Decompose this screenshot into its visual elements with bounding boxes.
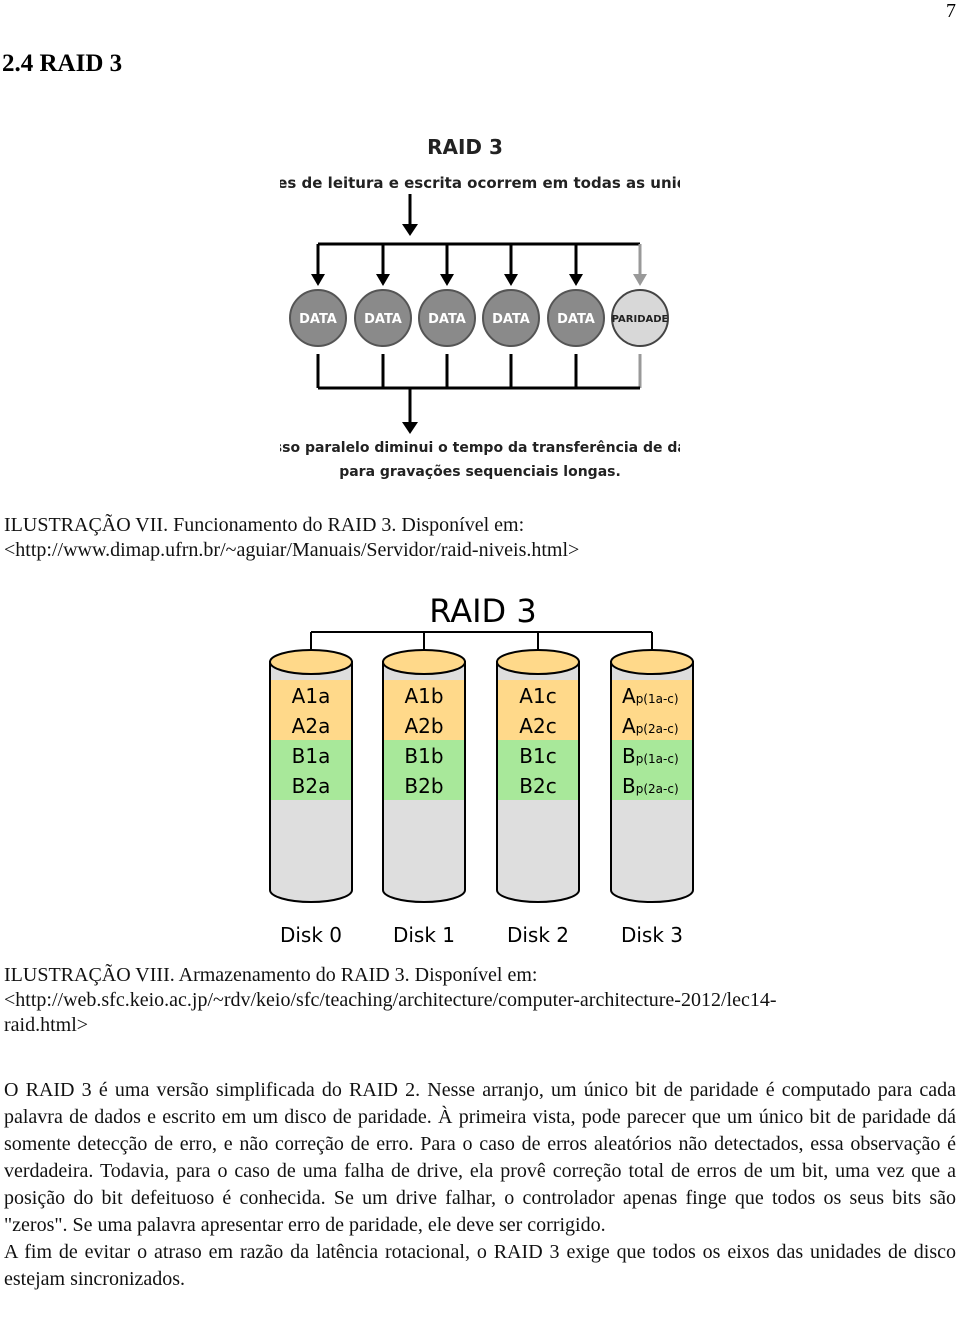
paragraph-2: A fim de evitar o atraso em razão da lat… xyxy=(4,1241,956,1290)
raid3-operations-diagram: RAID 3 Operações de leitura e escrita oc… xyxy=(280,135,680,480)
body-text: O RAID 3 é uma versão simplificada do RA… xyxy=(4,1077,956,1293)
parity-block-Bp1: Bp(1a-c) xyxy=(622,744,679,768)
disk-2-label: Disk 2 xyxy=(507,923,569,947)
block-B2b: B2b xyxy=(404,774,443,798)
svg-text:DATA: DATA xyxy=(492,312,530,327)
section-title: 2.4 RAID 3 xyxy=(2,50,123,77)
svg-text:DATA: DATA xyxy=(428,312,466,327)
diagram1-title: RAID 3 xyxy=(427,135,503,159)
diagram1-footer-line1: Acesso paralelo diminui o tempo da trans… xyxy=(280,440,680,456)
caption-8-url-end: raid.html> xyxy=(4,1014,89,1036)
caption-7-url: <http://www.dimap.ufrn.br/~aguiar/Manuai… xyxy=(4,539,580,561)
block-A2b: A2b xyxy=(404,714,443,738)
paragraph-1: O RAID 3 é uma versão simplificada do RA… xyxy=(4,1079,956,1236)
block-A1c: A1c xyxy=(519,684,556,708)
disk-data-1: DATA xyxy=(354,289,412,347)
disk-0: A1a A2a B1a B2a Disk 0 xyxy=(269,649,353,947)
disk-data-0: DATA xyxy=(289,289,347,347)
svg-text:PARIDADE: PARIDADE xyxy=(612,314,669,325)
parity-block-Ap1: Ap(1a-c) xyxy=(622,684,679,708)
diagram1-footer-line2: para gravações sequenciais longas. xyxy=(339,464,621,480)
svg-text:DATA: DATA xyxy=(557,312,595,327)
disk-2: A1c A2c B1c B2c Disk 2 xyxy=(496,649,580,947)
disk-data-4: DATA xyxy=(547,289,605,347)
disk-1-label: Disk 1 xyxy=(393,923,455,947)
diagram2-title: RAID 3 xyxy=(429,592,536,630)
figure-caption-8: ILUSTRAÇÃO VIII. Armazenamento do RAID 3… xyxy=(4,963,944,1038)
parity-block-Ap2: Ap(2a-c) xyxy=(622,714,679,738)
raid3-storage-diagram: RAID 3 A1a A2a B1a B2a Disk 0 A1b A2b B1… xyxy=(269,592,694,947)
block-B1c: B1c xyxy=(519,744,556,768)
parity-block-Bp2: Bp(2a-c) xyxy=(622,774,679,798)
caption-8-url: <http://web.sfc.keio.ac.jp/~rdv/keio/sfc… xyxy=(4,989,777,1011)
output-arrowhead-icon xyxy=(402,422,418,434)
input-arrowhead-icon xyxy=(402,224,418,236)
block-A1a: A1a xyxy=(292,684,331,708)
page-number: 7 xyxy=(946,0,956,22)
block-B1b: B1b xyxy=(404,744,443,768)
disk-3-parity: Ap(1a-c) Ap(2a-c) Bp(1a-c) Bp(2a-c) Disk… xyxy=(610,649,694,947)
caption-7-line1: ILUSTRAÇÃO VII. Funcionamento do RAID 3.… xyxy=(4,514,525,536)
block-B2a: B2a xyxy=(292,774,331,798)
caption-8-line1: ILUSTRAÇÃO VIII. Armazenamento do RAID 3… xyxy=(4,964,538,986)
disk-data-3: DATA xyxy=(482,289,540,347)
block-A1b: A1b xyxy=(404,684,443,708)
disk-data-2: DATA xyxy=(418,289,476,347)
svg-text:DATA: DATA xyxy=(364,312,402,327)
svg-text:DATA: DATA xyxy=(299,312,337,327)
block-A2c: A2c xyxy=(519,714,556,738)
block-B2c: B2c xyxy=(519,774,556,798)
figure-caption-7: ILUSTRAÇÃO VII. Funcionamento do RAID 3.… xyxy=(4,513,944,563)
disk-1: A1b A2b B1b B2b Disk 1 xyxy=(382,649,466,947)
block-B1a: B1a xyxy=(292,744,331,768)
disk-3-label: Disk 3 xyxy=(621,923,683,947)
diagram1-subtitle: Operações de leitura e escrita ocorrem e… xyxy=(280,174,680,192)
disk-0-label: Disk 0 xyxy=(280,923,342,947)
disk-parity: PARIDADE xyxy=(611,289,669,347)
block-A2a: A2a xyxy=(292,714,331,738)
